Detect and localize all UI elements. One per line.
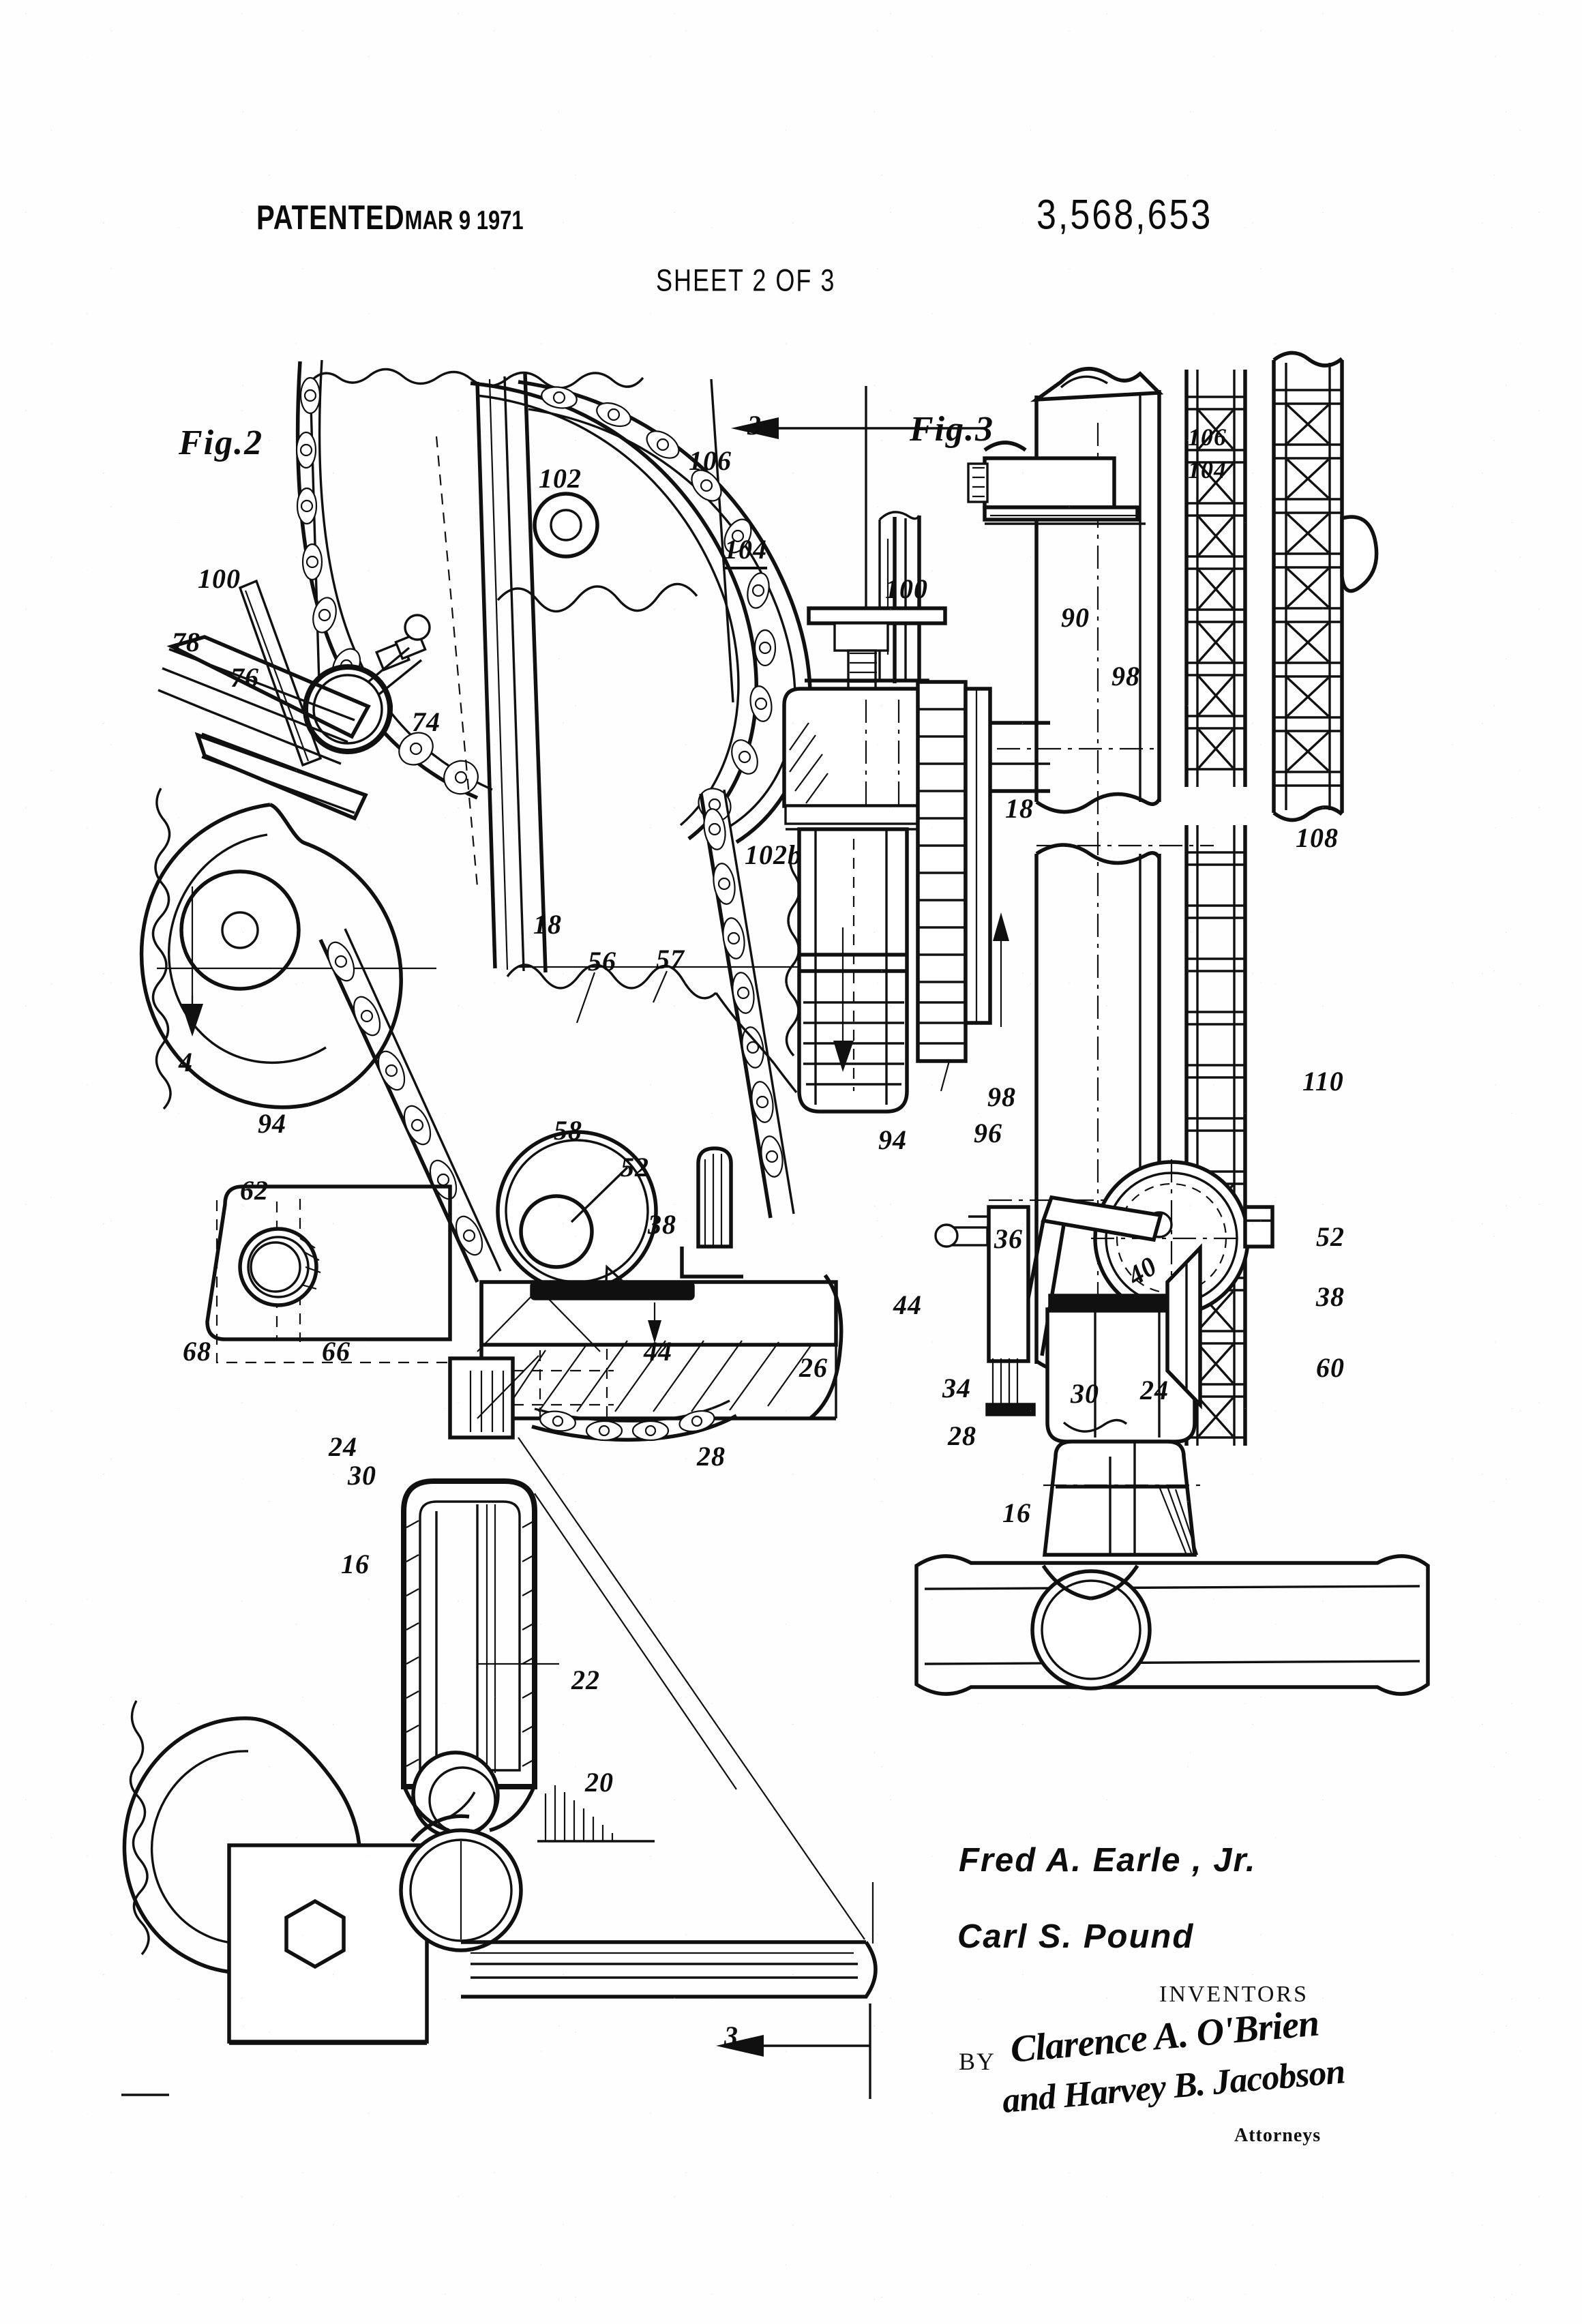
ref-62: 62 — [240, 1175, 269, 1206]
ref-102-b: 102b — [745, 839, 802, 870]
barrel-94 — [785, 827, 909, 1114]
ref-76: 76 — [230, 662, 259, 693]
ref-74: 74 — [412, 706, 441, 737]
ref-94-fig3: 94 — [878, 1124, 907, 1155]
ref-44-fig2: 44 — [644, 1336, 672, 1367]
ref-98-lower: 98 — [987, 1082, 1016, 1112]
ref-38-fig3: 38 — [1316, 1281, 1345, 1312]
by-label: BY — [959, 2048, 996, 2075]
section-marker-3-bottom: 3 — [724, 2021, 738, 2051]
ref-22: 22 — [571, 1665, 600, 1695]
ref-30-fig2: 30 — [348, 1460, 376, 1491]
ref-68: 68 — [183, 1336, 211, 1367]
inventor-name-2: Carl S. Pound — [957, 1918, 1195, 1955]
ref-28-fig2: 28 — [697, 1441, 726, 1472]
ref-18-fig3: 18 — [1005, 793, 1034, 824]
ref-24-fig2: 24 — [329, 1431, 357, 1462]
figure-label-fig3: Fig.3 — [910, 410, 995, 449]
guide-38 — [680, 1146, 743, 1279]
ref-60: 60 — [1316, 1352, 1345, 1383]
ref-26: 26 — [799, 1352, 828, 1383]
ref-57: 57 — [656, 944, 685, 974]
fig3-group — [731, 351, 1430, 1696]
ref-20: 20 — [585, 1767, 614, 1798]
cylinder-16 — [401, 1478, 559, 1839]
ref-108: 108 — [1296, 822, 1339, 853]
ref-52-fig2: 52 — [621, 1152, 649, 1182]
ladder-chain-108 — [1272, 351, 1379, 822]
ref-78: 78 — [172, 627, 200, 657]
ref-100-fig3: 100 — [885, 573, 928, 604]
ref-34: 34 — [942, 1373, 971, 1403]
ref-44-fig3: 44 — [893, 1290, 922, 1320]
beam-bottom — [461, 1940, 878, 1999]
ref-28-fig3: 28 — [948, 1420, 976, 1451]
ref-4-fig2: 4 — [179, 1047, 193, 1077]
chain-bottom-arc — [531, 1399, 738, 1442]
ref-104-fig2: 104 — [724, 533, 767, 569]
ref-96: 96 — [974, 1118, 1002, 1148]
chain-right-arc — [518, 380, 812, 844]
ref-90: 90 — [1061, 602, 1090, 633]
ref-104-fig3: 104 — [1188, 456, 1227, 483]
section-marker-3-top: 3 — [747, 410, 762, 441]
figure-label-fig2: Fig.2 — [179, 423, 264, 462]
ref-24-fig3: 24 — [1140, 1375, 1169, 1405]
roller-pair-bottom — [399, 1814, 523, 1952]
ref-36: 36 — [994, 1223, 1023, 1254]
ref-106-fig2: 106 — [689, 445, 732, 476]
hex-nut — [284, 1898, 346, 1969]
fig2-group — [121, 359, 878, 2099]
inventor-name-1: Fred A. Earle , Jr. — [959, 1842, 1257, 1879]
bottom-wheel — [122, 1700, 429, 2045]
crosshead-90 — [967, 441, 1146, 525]
ref-98-upper: 98 — [1111, 661, 1140, 691]
ref-16-fig3: 16 — [1002, 1498, 1031, 1528]
chain-lower-left — [318, 928, 502, 1283]
fig3-bottom-beam — [914, 1554, 1430, 1696]
ref-16-fig2: 16 — [341, 1549, 370, 1579]
ref-18-fig2: 18 — [533, 909, 562, 940]
ref-58: 58 — [554, 1115, 582, 1146]
ref-38-fig2: 38 — [648, 1209, 676, 1240]
attorneys-label: Attorneys — [1234, 2125, 1322, 2146]
ref-94-fig2: 94 — [258, 1108, 286, 1139]
ref-30-fig3: 30 — [1071, 1378, 1099, 1409]
ref-52-fig3: 52 — [1316, 1221, 1345, 1252]
section-arrow-3-bottom — [716, 2003, 871, 2099]
ref-106-fig3: 106 — [1188, 423, 1227, 451]
ref-110: 110 — [1302, 1066, 1344, 1097]
ref-66: 66 — [322, 1336, 350, 1367]
ref-56: 56 — [588, 946, 616, 977]
ref-100-fig2: 100 — [198, 563, 241, 594]
ref-102-fig2: 102 — [539, 463, 582, 494]
stack-96-98 — [916, 680, 1009, 1092]
